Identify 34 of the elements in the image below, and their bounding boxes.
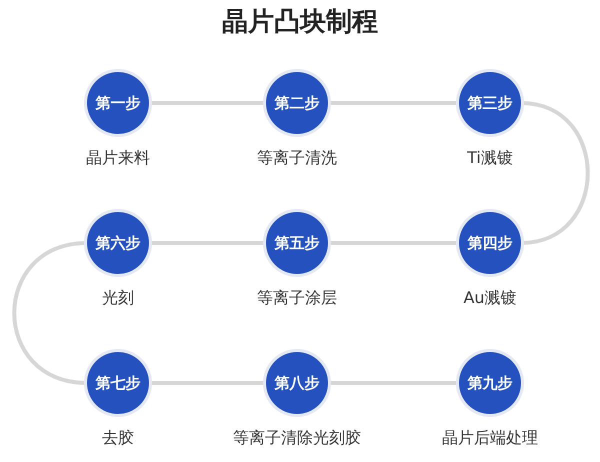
connector-line (149, 381, 266, 385)
step-number: 第三步 (468, 94, 512, 112)
step-caption: 等离子清洗 (256, 148, 338, 169)
step-caption: Ti溅镀 (466, 148, 514, 169)
diagram-title: 晶片凸块制程 (221, 6, 379, 39)
connector-line (149, 241, 266, 245)
step-number: 第七步 (96, 374, 140, 392)
step-caption: 等离子清除光刻胶 (232, 428, 362, 449)
step-number: 第八步 (274, 374, 320, 392)
step-caption: 晶片后端处理 (441, 428, 539, 449)
step-number: 第四步 (468, 234, 512, 252)
step-number: 第九步 (468, 374, 512, 392)
step-circle (459, 352, 521, 414)
connector-line (328, 241, 459, 245)
connector-line (328, 381, 459, 385)
step-caption: 去胶 (101, 428, 135, 449)
connector-line (149, 101, 266, 105)
step-circle (266, 212, 328, 274)
step-number: 第五步 (274, 234, 320, 252)
step-circle (459, 212, 521, 274)
step-caption: 等离子涂层 (256, 288, 338, 309)
step-circle (87, 212, 149, 274)
step-circle (87, 352, 149, 414)
step-number: 第一步 (96, 94, 140, 112)
step-circle (266, 352, 328, 414)
step-number: 第二步 (274, 94, 320, 112)
connector-line (328, 101, 459, 105)
step-caption: 晶片来料 (85, 148, 151, 169)
step-caption: 光刻 (101, 288, 135, 309)
step-circle (87, 72, 149, 134)
step-number: 第六步 (96, 234, 140, 252)
step-circle (459, 72, 521, 134)
step-circle (266, 72, 328, 134)
step-caption: Au溅镀 (462, 288, 518, 309)
